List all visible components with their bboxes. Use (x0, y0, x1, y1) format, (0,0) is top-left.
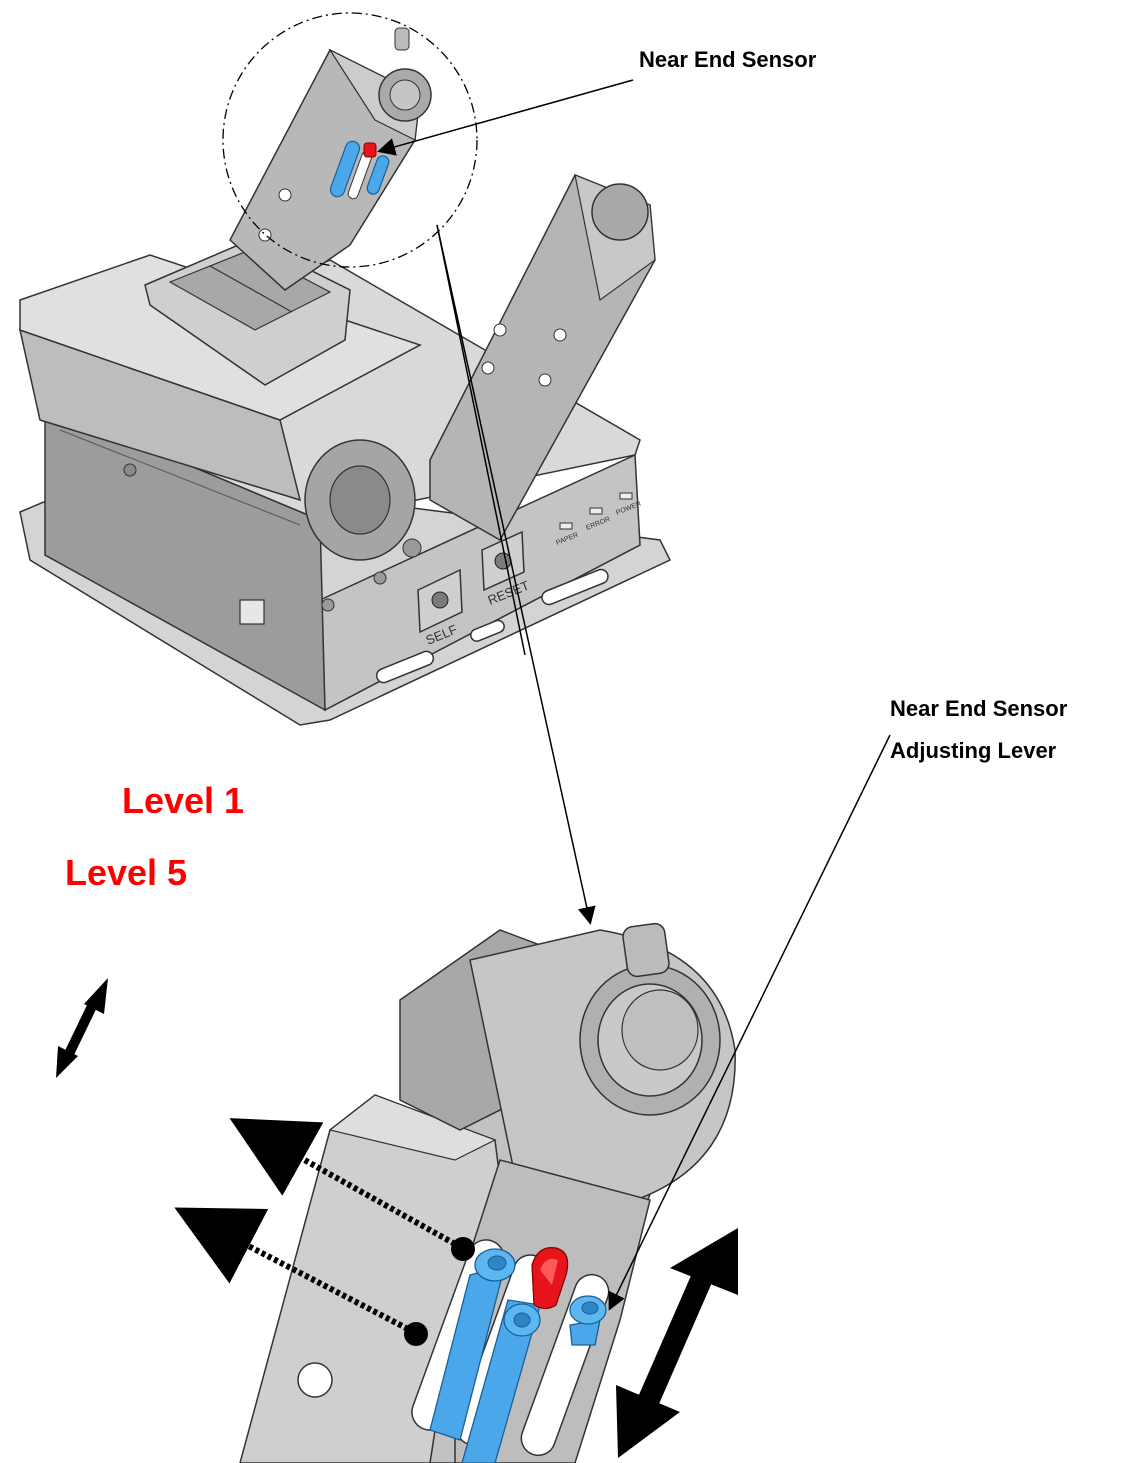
level-1-pointer (229, 1118, 457, 1247)
near-end-sensor-label: Near End Sensor (639, 47, 817, 72)
adjusting-lever-label-line1: Near End Sensor (890, 696, 1068, 721)
zoom-line (436, 224, 596, 925)
detail-circle (222, 12, 478, 268)
small-near-end-sensor (363, 142, 377, 158)
level-1-label: Level 1 (122, 780, 245, 821)
level-1-marker (451, 1237, 475, 1261)
small-adjusting-lever (329, 140, 390, 200)
near-end-sensor (531, 1246, 569, 1310)
zoom-line-left (436, 224, 526, 656)
level-range-double-arrow-icon (56, 978, 108, 1078)
level-5-label: Level 5 (65, 852, 188, 893)
near-end-sensor-leader (377, 79, 634, 156)
zoomed-arm-detail (239, 922, 736, 1463)
adjusting-lever-label-line2: Adjusting Lever (890, 738, 1057, 763)
adjusting-lever-leader (608, 734, 891, 1311)
adjusting-lever (429, 1248, 607, 1463)
level-5-marker (404, 1322, 428, 1346)
hub (469, 922, 736, 1211)
lever-movement-double-arrow-icon (616, 1228, 738, 1458)
printer-assembly: SELF RESET PAPER ERROR POWER (18, 27, 672, 726)
self-button (417, 568, 463, 634)
